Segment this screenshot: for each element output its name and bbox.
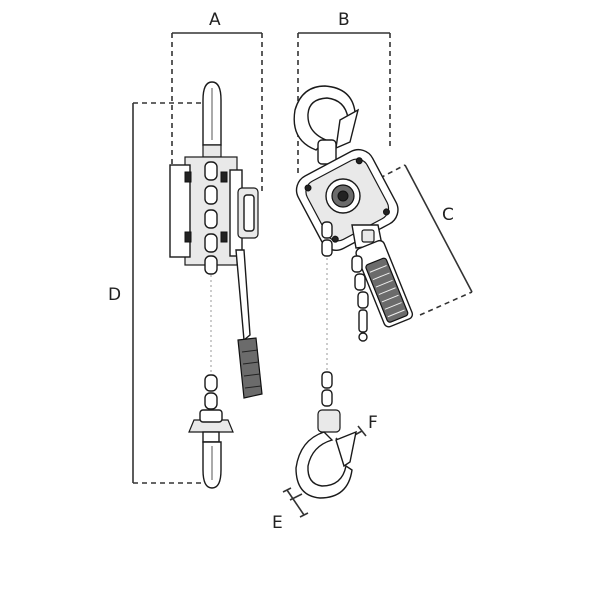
hoist-front-view [293,85,414,499]
lever-handle-front [355,239,414,328]
top-hook-latch [335,108,360,150]
dimension-e: E [272,487,309,533]
lower-chain-side [204,374,218,410]
chain-slack-end [321,221,333,257]
hook-swivel-side [202,144,222,158]
lower-chain-front [321,371,333,407]
dimension-b: B [297,10,391,175]
dimension-label-a: A [209,10,221,30]
hoist-side-view [169,81,263,489]
dimension-label-b: B [338,10,350,30]
dimension-label-d: D [108,285,121,305]
lever-arm-side [235,249,251,342]
dimension-label-c: C [442,205,454,225]
dimension-a: A [171,10,263,195]
dimension-c: C [379,164,473,316]
chain-loose-strand [351,255,369,342]
dimension-label-e: E [272,513,283,533]
dimension-label-f: F [368,413,378,433]
dimension-d: D [108,102,205,484]
chain-inside-body [204,161,218,275]
bottom-hook-latch [335,430,357,468]
bottom-hook [295,431,353,499]
bottom-hook-block [317,409,341,433]
lever-grip-side [237,337,263,399]
